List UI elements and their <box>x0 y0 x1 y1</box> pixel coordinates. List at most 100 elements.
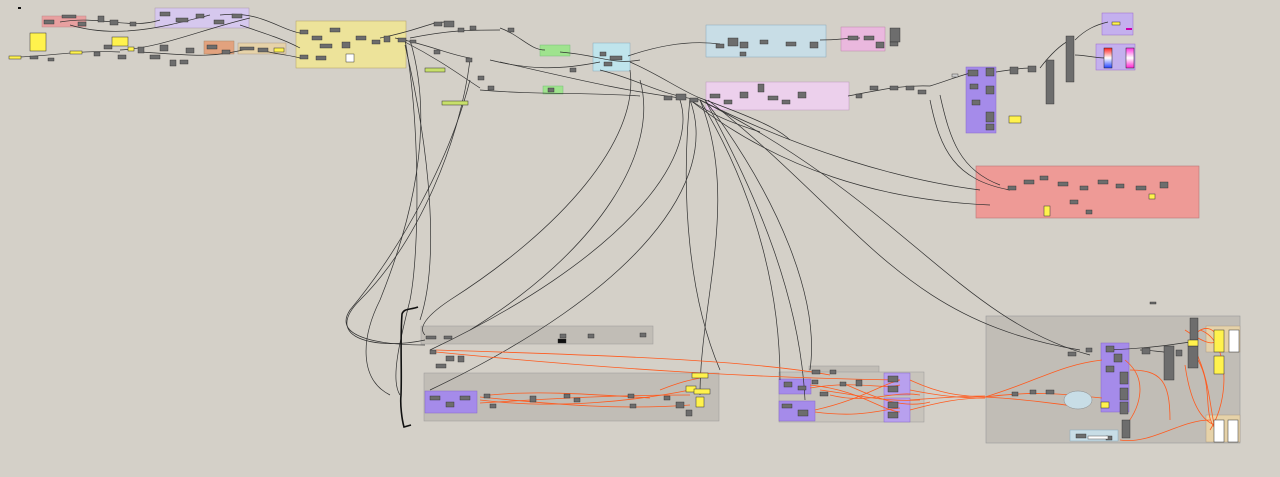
param-block-icon[interactable] <box>206 44 218 50</box>
param-block-icon[interactable] <box>887 411 899 419</box>
param-block-icon[interactable] <box>1023 179 1035 185</box>
param-block-icon[interactable] <box>329 27 341 33</box>
param-block-icon[interactable] <box>179 59 189 65</box>
param-block-icon[interactable] <box>457 355 465 363</box>
param-block-icon[interactable] <box>195 13 205 19</box>
param-block-icon[interactable] <box>529 395 537 403</box>
yellow-panel-icon[interactable] <box>1043 205 1051 217</box>
yellow-panel-icon[interactable] <box>695 396 705 408</box>
param-block-icon[interactable] <box>1135 185 1147 191</box>
param-block-icon[interactable] <box>887 401 899 409</box>
param-block-icon[interactable] <box>1119 401 1129 415</box>
param-block-icon[interactable] <box>1189 317 1199 341</box>
yellow-panel-icon[interactable] <box>1111 21 1121 26</box>
param-block-icon[interactable] <box>715 43 725 49</box>
gradient-swatch-icon[interactable] <box>1103 47 1113 69</box>
param-block-icon[interactable] <box>905 85 915 91</box>
param-block-icon[interactable] <box>559 333 567 339</box>
param-block-icon[interactable] <box>1113 353 1123 363</box>
group-red-large[interactable] <box>975 165 1200 219</box>
param-block-icon[interactable] <box>663 95 673 101</box>
param-block-icon[interactable] <box>29 55 39 60</box>
param-block-icon[interactable] <box>783 381 793 388</box>
param-block-icon[interactable] <box>459 395 471 401</box>
param-block-icon[interactable] <box>1067 351 1077 357</box>
param-block-icon[interactable] <box>739 51 747 57</box>
yellow-panel-icon[interactable] <box>1063 390 1093 410</box>
yellow-panel-icon[interactable] <box>29 32 47 52</box>
param-block-icon[interactable] <box>1085 347 1093 353</box>
param-block-icon[interactable] <box>797 91 807 99</box>
yellow-panel-icon[interactable] <box>441 100 469 106</box>
param-block-icon[interactable] <box>1011 391 1019 397</box>
yellow-panel-icon[interactable] <box>1187 339 1199 347</box>
param-block-icon[interactable] <box>299 54 309 60</box>
param-block-icon[interactable] <box>819 391 829 397</box>
param-block-icon[interactable] <box>443 335 453 340</box>
param-block-icon[interactable] <box>1121 419 1131 439</box>
param-block-icon[interactable] <box>639 332 647 338</box>
param-block-icon[interactable] <box>239 46 255 51</box>
param-block-icon[interactable] <box>117 54 127 60</box>
param-block-icon[interactable] <box>887 385 899 393</box>
param-block-icon[interactable] <box>221 49 231 55</box>
yellow-panel-icon[interactable] <box>1087 435 1109 440</box>
param-block-icon[interactable] <box>727 37 739 47</box>
param-block-icon[interactable] <box>507 27 515 33</box>
param-block-icon[interactable] <box>1105 345 1115 353</box>
param-block-icon[interactable] <box>609 55 623 61</box>
param-block-icon[interactable] <box>951 73 959 78</box>
param-block-icon[interactable] <box>1105 365 1115 373</box>
yellow-panel-icon[interactable] <box>1008 115 1022 124</box>
param-block-icon[interactable] <box>1079 185 1089 191</box>
param-block-icon[interactable] <box>767 95 779 101</box>
param-block-icon[interactable] <box>781 403 793 409</box>
yellow-panel-icon[interactable] <box>1148 193 1156 200</box>
param-block-icon[interactable] <box>1065 35 1075 83</box>
param-block-icon[interactable] <box>563 393 571 399</box>
yellow-panel-icon[interactable] <box>424 67 446 73</box>
group-green-a[interactable] <box>539 44 571 57</box>
param-block-icon[interactable] <box>863 35 875 41</box>
param-block-icon[interactable] <box>159 44 169 52</box>
yellow-panel-icon[interactable] <box>69 50 83 55</box>
param-block-icon[interactable] <box>1115 183 1125 189</box>
param-block-icon[interactable] <box>149 54 161 60</box>
param-block-icon[interactable] <box>757 83 765 93</box>
param-block-icon[interactable] <box>103 44 113 50</box>
param-block-icon[interactable] <box>169 59 177 67</box>
param-block-icon[interactable] <box>1045 389 1055 395</box>
param-block-icon[interactable] <box>1045 59 1055 105</box>
param-block-icon[interactable] <box>355 35 367 41</box>
yellow-panel-icon[interactable] <box>1126 28 1132 30</box>
param-block-icon[interactable] <box>689 97 699 103</box>
param-block-icon[interactable] <box>797 385 807 391</box>
param-block-icon[interactable] <box>487 85 495 91</box>
param-block-icon[interactable] <box>425 335 437 340</box>
param-block-icon[interactable] <box>1141 347 1151 355</box>
param-block-icon[interactable] <box>1187 345 1199 369</box>
param-block-icon[interactable] <box>829 369 837 375</box>
gradient-swatch-icon[interactable] <box>1125 47 1135 69</box>
group-purple-right[interactable] <box>965 66 997 134</box>
param-block-icon[interactable] <box>311 35 323 41</box>
param-block-icon[interactable] <box>97 15 105 23</box>
param-block-icon[interactable] <box>603 61 613 67</box>
param-block-icon[interactable] <box>1029 389 1037 395</box>
param-block-icon[interactable] <box>1119 387 1129 401</box>
param-block-icon[interactable] <box>985 123 995 131</box>
param-block-icon[interactable] <box>1069 199 1079 205</box>
param-block-icon[interactable] <box>47 57 55 62</box>
param-block-icon[interactable] <box>457 27 465 33</box>
group-lightblue-bottom[interactable] <box>1069 429 1119 442</box>
param-block-icon[interactable] <box>1159 181 1169 189</box>
param-block-icon[interactable] <box>781 99 791 105</box>
param-block-icon[interactable] <box>489 403 497 409</box>
param-block-icon[interactable] <box>887 375 899 383</box>
yellow-panel-icon[interactable] <box>8 55 22 60</box>
param-block-icon[interactable] <box>809 41 819 49</box>
param-block-icon[interactable] <box>985 111 995 123</box>
param-block-icon[interactable] <box>629 403 637 409</box>
param-block-icon[interactable] <box>175 17 189 23</box>
